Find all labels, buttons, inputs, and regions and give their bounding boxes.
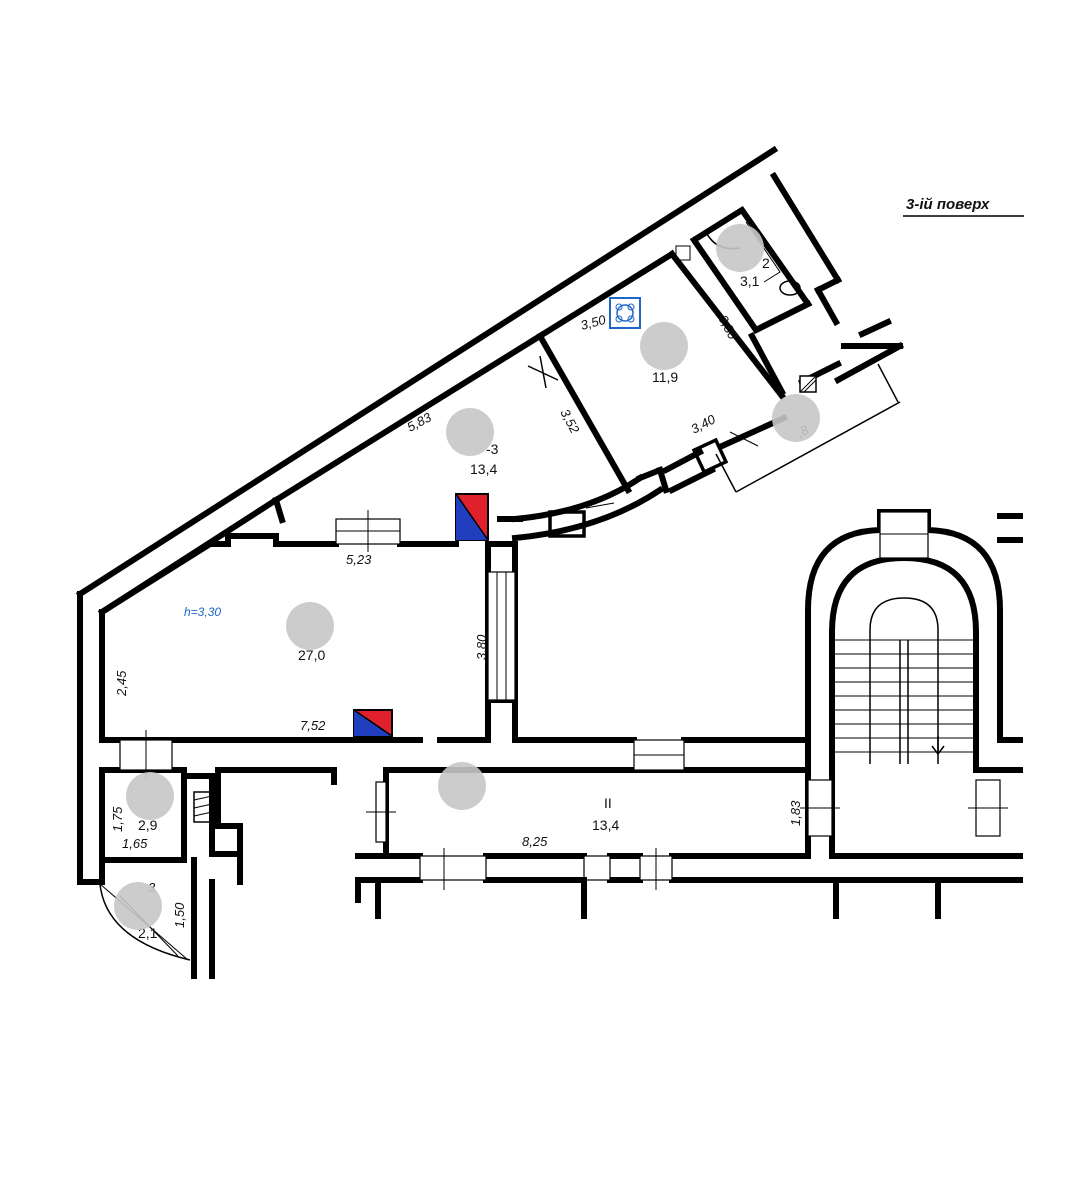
dim-165: 1,65	[122, 836, 148, 851]
dim-175: 1,75	[110, 806, 125, 832]
stove-icon	[609, 297, 641, 329]
dim-340: 3,40	[688, 411, 718, 436]
number-room-bath: 2	[762, 255, 770, 271]
dim-245: 2,45	[114, 670, 129, 697]
dim-752: 7,52	[300, 718, 326, 733]
number-corridor: II	[604, 795, 612, 811]
area-room-bath: 3,1	[740, 273, 760, 289]
dim-350-a: 3,50	[579, 312, 608, 333]
dim-523: 5,23	[346, 552, 372, 567]
area-room-angled: 13,4	[470, 461, 497, 477]
room-large-walls	[97, 533, 811, 743]
dim-352: 3,52	[557, 406, 582, 436]
stairs-steps	[832, 639, 976, 764]
dim-150: 1,50	[172, 902, 187, 928]
stairwell	[800, 509, 1023, 859]
area-room-large: 27,0	[298, 647, 325, 663]
room-small-walls	[99, 730, 337, 885]
riser-icon-bottom	[353, 709, 393, 737]
window-large-room	[335, 510, 401, 552]
dim-183: 1,83	[788, 800, 803, 826]
exterior-wall-right-upper	[715, 318, 905, 493]
riser-icon-top	[455, 493, 489, 541]
partition-diagonal	[527, 355, 559, 389]
room-tiny-walls	[77, 857, 215, 979]
dim-583: 5,83	[404, 409, 434, 434]
blur-markers	[114, 224, 820, 930]
corridor-walls	[331, 739, 1023, 919]
area-room-kitchen: 11,9	[652, 369, 678, 385]
door-partition	[487, 571, 516, 701]
floor-label: 3-ій поверх	[906, 196, 990, 213]
room-bath-walls	[675, 171, 843, 397]
area-room-small: 2,9	[138, 817, 158, 833]
dim-825: 8,25	[522, 834, 548, 849]
area-corridor: 13,4	[592, 817, 619, 833]
ceiling-height-label: h=3,30	[184, 605, 221, 619]
stair-arrowhead-icon	[931, 745, 945, 756]
room-angled-walls	[497, 249, 788, 542]
dim-380: 3,80	[474, 634, 489, 660]
exterior-wall-left	[77, 591, 105, 885]
